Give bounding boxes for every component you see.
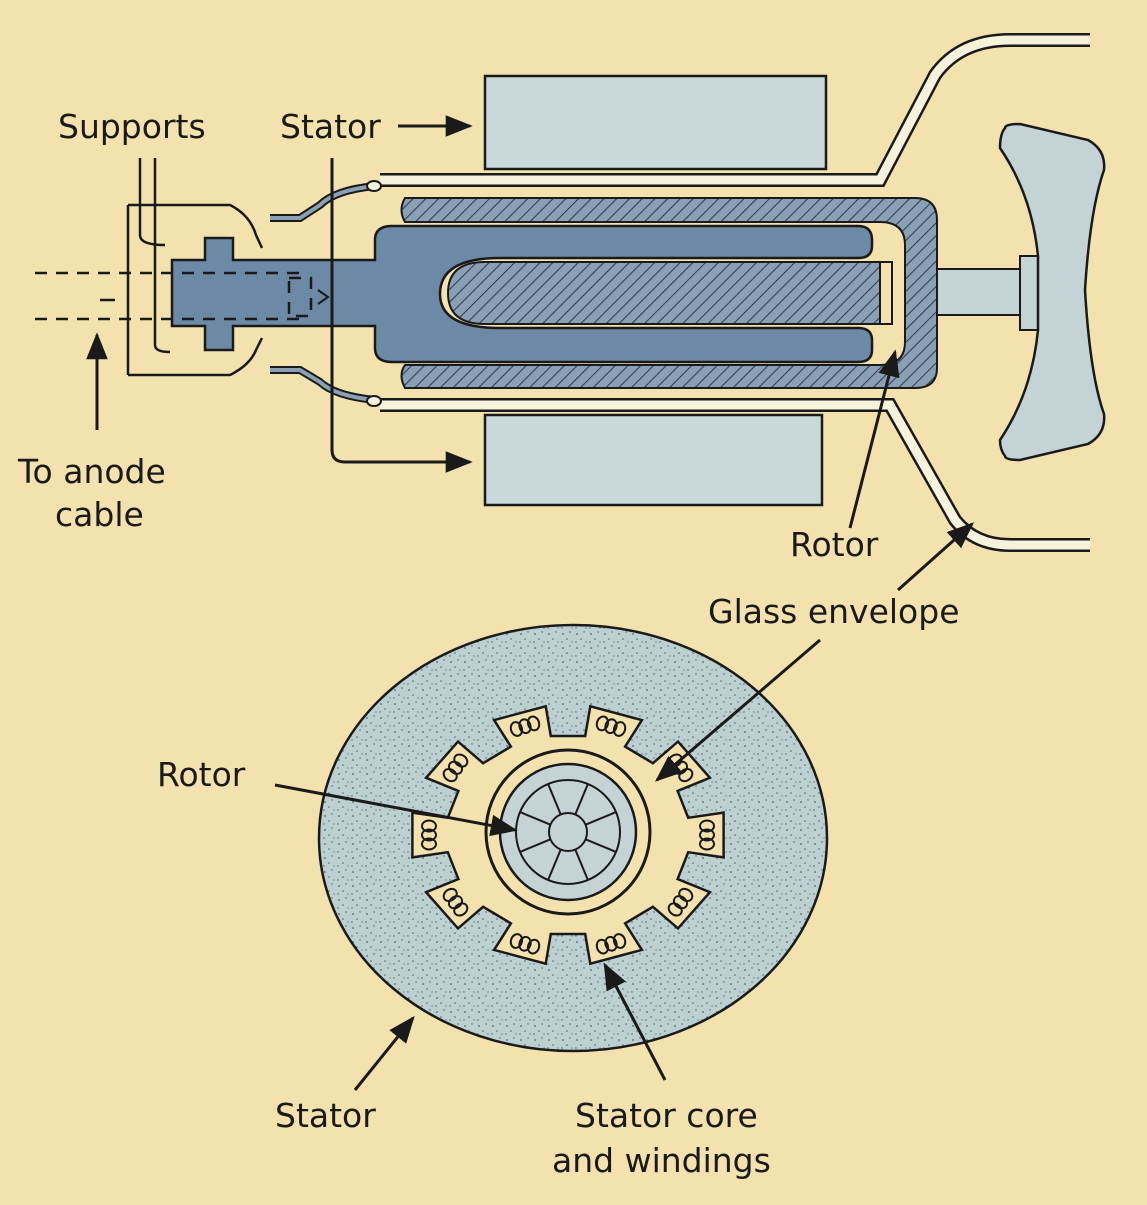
arrow-stator-bottom (330, 158, 473, 473)
label-supports: Supports (58, 107, 206, 146)
winding-coil (509, 715, 541, 737)
anode-connection-dashed (35, 271, 313, 321)
arrow-stator-bottom-cross (353, 1015, 415, 1091)
label-to-anode-line1: To anode (17, 452, 166, 491)
label-to-anode-line2: cable (55, 495, 144, 534)
anode-stem (170, 224, 874, 364)
rotor-spoke (519, 838, 551, 853)
winding-coil (595, 715, 627, 737)
arrow-glass-envelope-bottom (654, 638, 821, 782)
rotor-spoke (585, 811, 617, 826)
winding-coil (442, 887, 469, 917)
label-stator-top: Stator (280, 107, 381, 146)
arrow-stator-core (603, 962, 667, 1081)
winding-coil (421, 819, 437, 851)
label-stator-bottom: Stator (275, 1096, 376, 1135)
neck-outline (128, 203, 264, 377)
label-stator-core-line2: and windings (552, 1141, 771, 1180)
label-stator-core-line1: Stator core (575, 1096, 758, 1135)
arrow-rotor-top (848, 349, 900, 529)
anode-shaft (936, 268, 1028, 316)
label-rotor-cross: Rotor (157, 755, 246, 794)
supports-lines (100, 158, 171, 354)
arrow-rotor-cross (274, 783, 518, 837)
label-rotor-top: Rotor (790, 525, 879, 564)
winding-coil (699, 819, 715, 851)
rotor-spoke (519, 811, 551, 826)
rotor-spoke (547, 783, 562, 815)
rotor-hub (548, 812, 588, 852)
arrow-glass-envelope-top (897, 522, 975, 592)
glass-envelope (270, 33, 1090, 552)
top-leader-lines (86, 115, 975, 592)
bottom-leader-lines (274, 638, 821, 1091)
winding-coil (595, 933, 627, 955)
rotor-spoke (574, 783, 589, 815)
winding-coil (667, 887, 694, 917)
stator-block-top (483, 74, 828, 171)
inner-spindle (446, 261, 881, 325)
winding-coil (509, 933, 541, 955)
rotor-spoke (574, 849, 589, 881)
label-glass-envelope: Glass envelope (708, 592, 960, 631)
rotor-spokes (519, 783, 617, 881)
rotor-spoke (547, 849, 562, 881)
rotor-spoke (585, 838, 617, 853)
anode-disk (998, 122, 1106, 462)
winding-coil (442, 753, 469, 783)
stator-block-bottom (483, 413, 824, 507)
